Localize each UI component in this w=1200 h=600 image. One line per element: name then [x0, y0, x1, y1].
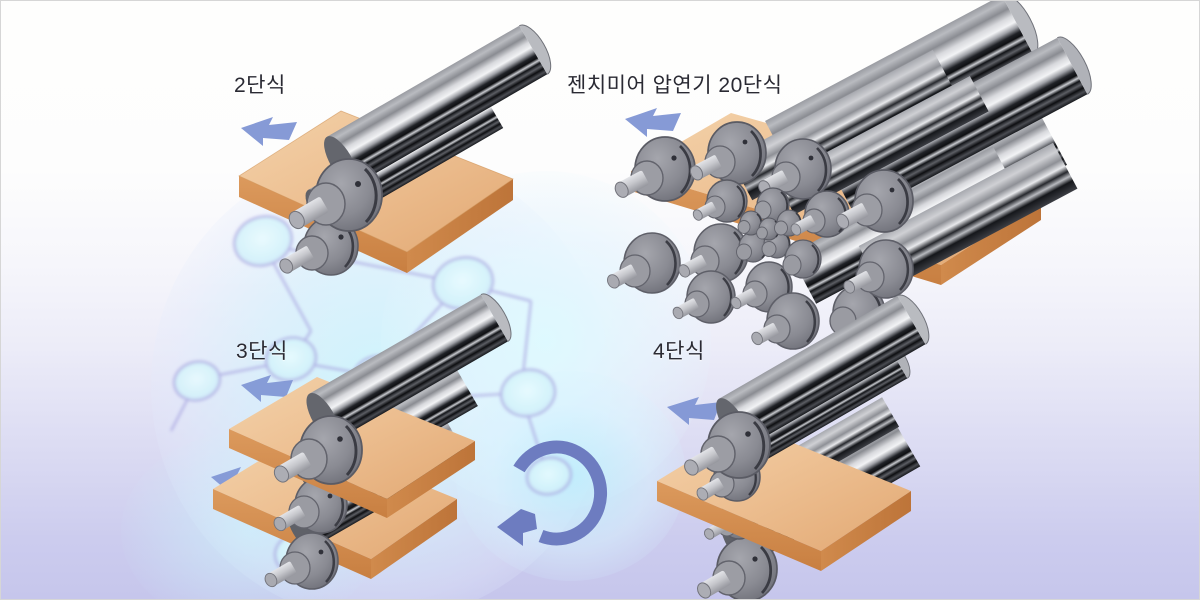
work-roll	[736, 231, 768, 263]
feed-arrow-icon	[667, 397, 721, 425]
backup-roll-end	[678, 223, 749, 283]
panel-sendzimir-twenty-high: 젠치미어 압연기 20단식	[541, 1, 1199, 350]
backup-roll-left	[614, 136, 696, 202]
two-high-mill-drawing	[238, 24, 552, 276]
intermediate-roll	[782, 239, 822, 279]
backup-roll-end	[607, 232, 681, 294]
panel-label-three-high: 3단식	[236, 340, 288, 363]
work-roll-upper	[737, 210, 763, 236]
panel-label-sendzimir: 젠치미어 압연기 20단식	[567, 74, 783, 97]
backup-roll-front	[751, 292, 820, 350]
panel-label-two-high: 2단식	[234, 74, 286, 97]
backup-roll-upper-third	[758, 138, 832, 200]
feed-arrow-icon	[241, 117, 297, 146]
panel-three-high: 3단식	[1, 293, 621, 599]
backup-roll-right	[843, 239, 914, 299]
upper-roll-cluster	[614, 1, 1092, 241]
sendzimir-mill-drawing	[607, 1, 1092, 350]
panel-two-high: 2단식	[1, 1, 561, 301]
backup-roll-upper-far-right	[836, 169, 914, 233]
four-high-mill-drawing	[657, 294, 930, 599]
feed-arrow-upper-icon	[241, 375, 293, 402]
feed-arrow-icon	[625, 108, 681, 137]
return-arrow-icon	[497, 440, 608, 546]
top-roll	[273, 293, 512, 485]
three-high-mill-drawing	[211, 293, 608, 590]
panel-label-four-high: 4단식	[653, 340, 705, 363]
lower-roll-cluster	[607, 111, 1078, 350]
panel-four-high: 4단식	[621, 294, 1199, 599]
intermediate-roll	[672, 270, 736, 324]
top-backup-roll	[684, 294, 930, 479]
intermediate-roll-upper	[692, 179, 748, 223]
top-work-roll	[288, 24, 552, 232]
